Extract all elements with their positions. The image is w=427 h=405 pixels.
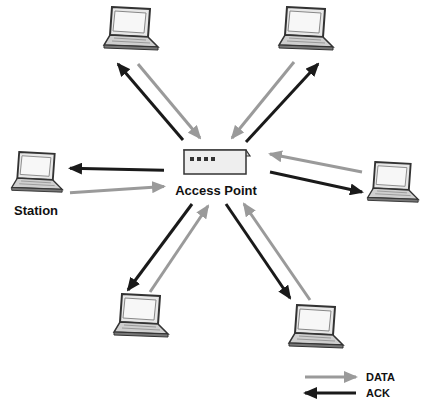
access-point-node: Access Point bbox=[166, 140, 266, 198]
laptop-icon bbox=[12, 152, 62, 192]
laptop-icon bbox=[114, 294, 168, 337]
station-node: Station bbox=[4, 150, 68, 218]
traffic-arrows bbox=[118, 62, 362, 300]
laptop-icon bbox=[289, 305, 343, 348]
laptop-icon bbox=[104, 7, 158, 50]
node-label: Access Point bbox=[175, 184, 257, 198]
legend-sample-line bbox=[305, 392, 356, 395]
legend-sample-line bbox=[305, 376, 356, 379]
traffic-arrow bbox=[70, 186, 164, 192]
laptop-icon bbox=[368, 162, 418, 202]
access-point-device bbox=[184, 150, 250, 174]
node-label: Station bbox=[14, 204, 58, 218]
legend-label: DATA bbox=[366, 371, 395, 383]
laptop-icon bbox=[279, 7, 333, 50]
traffic-arrow bbox=[70, 168, 164, 170]
legend-label: ACK bbox=[366, 387, 390, 399]
